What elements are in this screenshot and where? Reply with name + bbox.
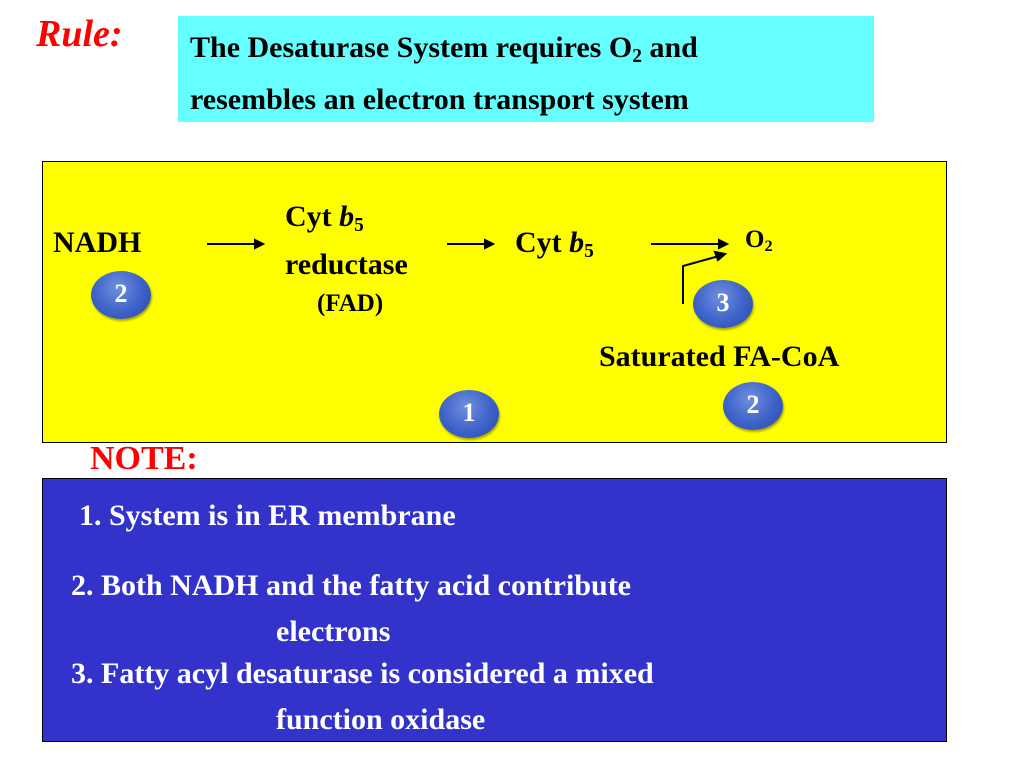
cyt-b5-reductase-label: Cyt b5: [285, 200, 364, 236]
reductase-label: reductase: [285, 248, 408, 281]
note-item-3: 3. Fatty acyl desaturase is considered a…: [71, 657, 654, 690]
arrow-substrate-to-o2: [682, 255, 720, 304]
pathway-arrows: [207, 238, 730, 304]
note-box: 1. System is in ER membrane 2. Both NADH…: [42, 478, 947, 742]
arrowhead-3: [718, 238, 730, 250]
arrowhead-2: [484, 238, 496, 250]
saturated-fa-coa-label: Saturated FA-CoA: [599, 340, 840, 373]
note-item-1: 1. System is in ER membrane: [79, 499, 456, 532]
o2-label: O2: [745, 226, 773, 256]
pathway-diagram: NADH 2 Cyt b5 reductase (FAD) Cyt b5 O2 …: [42, 161, 947, 443]
rule-text-line1: The Desaturase System requires O2 and: [190, 31, 698, 67]
badge-desaturase: 1: [439, 390, 499, 438]
rule-text-line2: resembles an electron transport system: [190, 82, 689, 116]
arrowhead-1: [254, 238, 266, 250]
badge-o2: 3: [693, 280, 753, 328]
badge-nadh: 2: [91, 271, 151, 319]
fad-label: (FAD): [317, 290, 384, 317]
cyt-b5-label: Cyt b5: [515, 226, 594, 262]
nadh-label: NADH: [53, 226, 142, 259]
note-item-2-continued: electrons: [276, 615, 391, 648]
note-item-2: 2. Both NADH and the fatty acid contribu…: [71, 569, 631, 602]
rule-label: Rule:: [36, 13, 123, 55]
arrowhead-4: [713, 250, 728, 262]
note-label: NOTE:: [90, 440, 198, 477]
note-item-3-continued: function oxidase: [276, 703, 486, 736]
rule-box: The Desaturase System requires O2 and re…: [178, 16, 874, 122]
badge-substrate: 2: [723, 382, 783, 430]
